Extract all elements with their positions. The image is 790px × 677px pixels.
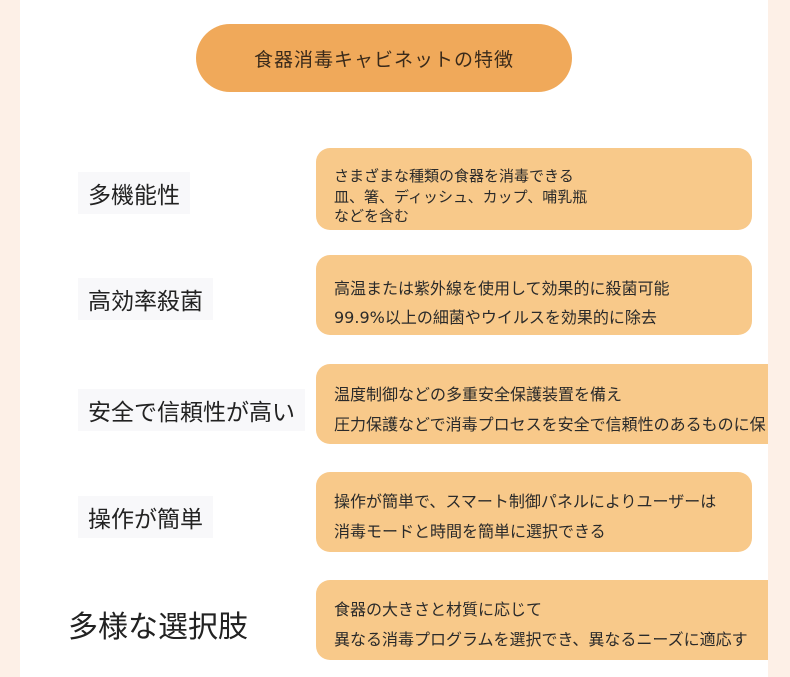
feature-card-multifunction: さまざまな種類の食器を消毒できる 皿、箸、ディッシュ、カップ、哺乳瓶 などを含む — [316, 148, 752, 230]
feature-label-high-efficiency: 高効率殺菌 — [78, 278, 213, 320]
feature-card-high-efficiency: 高温または紫外線を使用して効果的に殺菌可能 99.9%以上の細菌やウイルスを効果… — [316, 255, 752, 335]
feature-card-variety: 食器の大きさと材質に応じて 異なる消毒プログラムを選択でき、異なるニーズに適応す — [316, 580, 768, 660]
feature-desc-line: 99.9%以上の細菌やウイルスを効果的に除去 — [334, 308, 657, 327]
feature-desc-line: 温度制御などの多重安全保護装置を備え — [334, 385, 623, 404]
feature-label-safety: 安全で信頼性が高い — [78, 389, 305, 431]
title-banner: 食器消毒キャビネットの特徴 — [196, 24, 572, 92]
feature-desc-line: 圧力保護などで消毒プロセスを安全で信頼性のあるものに保 — [334, 415, 766, 434]
feature-desc-line: 食器の大きさと材質に応じて — [334, 600, 543, 619]
page-title: 食器消毒キャビネットの特徴 — [253, 48, 514, 71]
feature-label-easy-operation: 操作が簡単 — [78, 496, 213, 538]
slide: 食器消毒キャビネットの特徴 多機能性 さまざまな種類の食器を消毒できる 皿、箸、… — [20, 0, 768, 677]
feature-desc-line: 異なる消毒プログラムを選択でき、異なるニーズに適応す — [334, 630, 748, 649]
feature-label-multifunction: 多機能性 — [78, 172, 190, 214]
feature-desc-line: 消毒モードと時間を簡単に選択できる — [334, 522, 606, 541]
feature-label-variety: 多様な選択肢 — [68, 610, 248, 645]
feature-desc-line: 高温または紫外線を使用して効果的に殺菌可能 — [334, 279, 670, 298]
feature-desc-line: さまざまな種類の食器を消毒できる — [334, 167, 574, 185]
feature-desc-line: などを含む — [334, 207, 410, 225]
feature-card-easy-operation: 操作が簡単で、スマート制御パネルによりユーザーは 消毒モードと時間を簡単に選択で… — [316, 472, 752, 552]
feature-desc-line: 皿、箸、ディッシュ、カップ、哺乳瓶 — [334, 188, 588, 206]
feature-card-safety: 温度制御などの多重安全保護装置を備え 圧力保護などで消毒プロセスを安全で信頼性の… — [316, 364, 768, 444]
feature-desc-line: 操作が簡単で、スマート制御パネルによりユーザーは — [334, 492, 717, 511]
